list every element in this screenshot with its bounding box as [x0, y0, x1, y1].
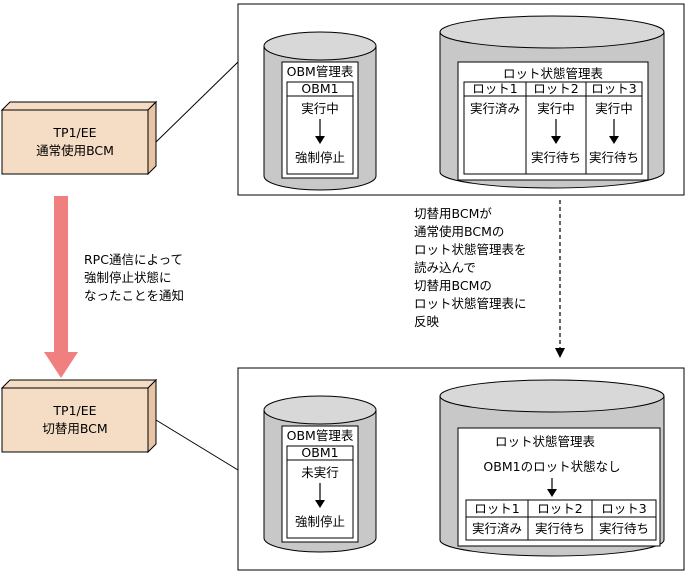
top-server-box: TP1/EE 通常使用BCM [0, 100, 158, 176]
bottom-lot-col2-state: 実行待ち [535, 521, 585, 536]
bottom-obm-title: OBM管理表 [287, 428, 354, 443]
bottom-lot-col1-state: 実行済み [472, 521, 522, 536]
bottom-obm-state-before: 未実行 [301, 465, 339, 480]
rpc-arrow [44, 196, 78, 378]
sync-note-line5: 切替用BCMの [414, 278, 492, 293]
sync-note-line2: 通常使用BCMの [414, 224, 504, 239]
bottom-obm-header: OBM1 [301, 445, 338, 460]
bottom-lot-note: OBM1のロット状態なし [483, 459, 620, 474]
top-connector-line [155, 61, 239, 143]
top-obm-cylinder: OBM管理表 OBM1 実行中 強制停止 [263, 31, 377, 191]
sync-arrowhead [555, 348, 565, 358]
bottom-obm-cylinder: OBM管理表 OBM1 未実行 強制停止 [263, 395, 377, 553]
top-obm-state-after: 強制停止 [295, 150, 345, 165]
bottom-server-label-line1: TP1/EE [52, 403, 96, 418]
sync-note-line3: ロット状態管理表を [414, 242, 527, 257]
top-obm-header: OBM1 [301, 81, 338, 96]
top-lot-col3-header: ロット3 [591, 81, 636, 96]
bottom-lot-col3-state: 実行待ち [599, 521, 649, 536]
top-lot-col2-header: ロット2 [533, 81, 578, 96]
sync-note-line7: 反映 [414, 314, 440, 329]
top-lot-cylinder: ロット状態管理表 ロット1 ロット2 ロット3 実行済み 実行中 実行中 実行待… [439, 15, 665, 189]
bottom-lot-col3-header: ロット3 [601, 501, 646, 516]
top-lot-col3-next: 実行待ち [589, 150, 639, 165]
sync-note-line1: 切替用BCMが [414, 206, 492, 221]
top-lot-col1-header: ロット1 [472, 81, 517, 96]
sync-note-line4: 読み込んで [414, 260, 476, 275]
bottom-lot-title: ロット状態管理表 [495, 434, 596, 449]
bottom-lot-col2-header: ロット2 [537, 501, 582, 516]
bottom-server-label-line2: 切替用BCM [42, 421, 107, 436]
top-lot-col1-state: 実行済み [470, 101, 520, 116]
top-lot-col2-next: 実行待ち [531, 150, 581, 165]
top-obm-title: OBM管理表 [287, 64, 354, 79]
rpc-note-line3: なったことを通知 [84, 288, 184, 303]
bottom-connector-line [155, 419, 239, 471]
rpc-note-line1: RPC通信によって [84, 252, 183, 267]
top-lot-title: ロット状態管理表 [503, 66, 604, 81]
top-obm-state-before: 実行中 [301, 101, 339, 116]
top-server-label-line2: 通常使用BCM [36, 143, 114, 158]
rpc-note-line2: 強制停止状態に [84, 270, 172, 285]
bottom-lot-col1-header: ロット1 [474, 501, 519, 516]
top-lot-col2-state: 実行中 [537, 101, 575, 116]
bottom-lot-cylinder: ロット状態管理表 OBM1のロット状態なし ロット1 ロット2 ロット3 実行済… [439, 379, 665, 557]
bottom-obm-state-after: 強制停止 [295, 514, 345, 529]
sync-note-line6: ロット状態管理表に [414, 296, 527, 311]
top-lot-col3-state: 実行中 [595, 101, 633, 116]
bottom-server-box: TP1/EE 切替用BCM [0, 378, 158, 454]
top-server-label-line1: TP1/EE [52, 125, 96, 140]
